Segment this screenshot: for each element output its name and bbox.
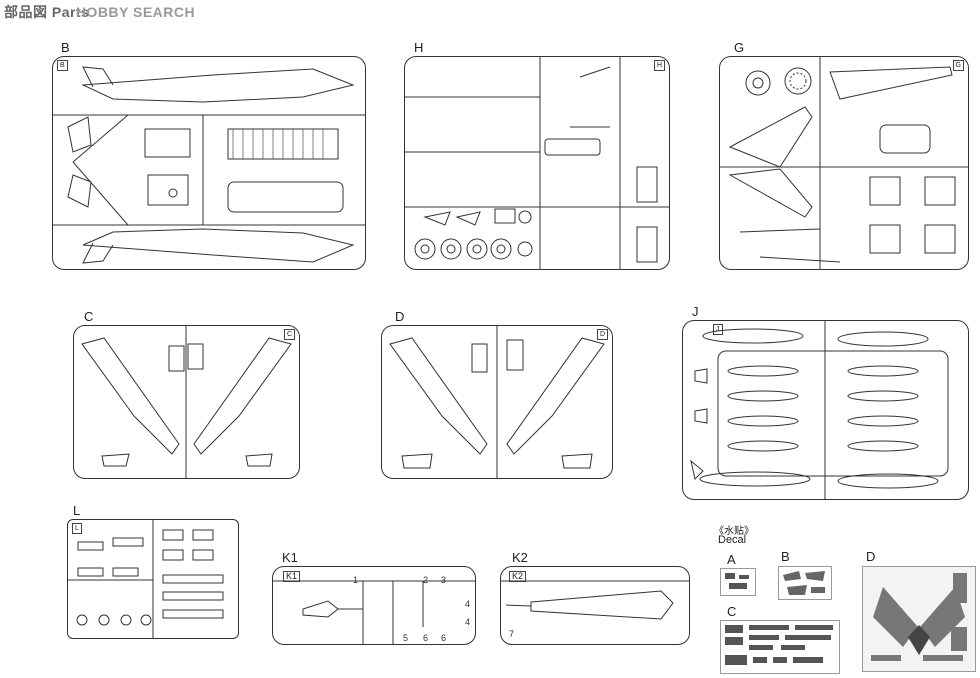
decal-sheet-c bbox=[720, 620, 840, 674]
k1-part-4b: 4 bbox=[465, 617, 471, 627]
decal-en-label: Decal bbox=[718, 534, 747, 546]
sprue-j-parts bbox=[690, 321, 949, 499]
sprue-c-frame: C bbox=[73, 325, 300, 479]
sprue-j-corner-tag: J bbox=[713, 324, 723, 335]
sprue-d-frame: D bbox=[381, 325, 613, 479]
k1-part-6a: 6 bbox=[423, 633, 429, 643]
sprue-b-parts bbox=[53, 66, 365, 264]
sprue-h-label: H bbox=[414, 40, 424, 55]
decal-b-label: B bbox=[781, 549, 790, 564]
sprue-k2-label: K2 bbox=[512, 550, 528, 565]
k2-part-7: 7 bbox=[509, 629, 515, 639]
sprue-k2-frame: K2 7 bbox=[500, 566, 690, 645]
sprue-b-corner-tag: B bbox=[57, 60, 68, 71]
sprue-h-parts bbox=[405, 57, 669, 269]
sprue-b-label: B bbox=[61, 40, 70, 55]
decal-sheet-a bbox=[720, 568, 756, 596]
k1-part-2: 2 bbox=[423, 575, 429, 585]
sprue-d-corner-tag: D bbox=[596, 329, 608, 340]
decal-sheet-b bbox=[778, 566, 832, 600]
watermark-brand: HOBBY SEARCH bbox=[75, 4, 196, 20]
sprue-c-corner-tag: C bbox=[283, 329, 295, 340]
sprue-k1-label: K1 bbox=[282, 550, 298, 565]
sprue-k2-parts bbox=[501, 580, 689, 620]
sprue-c-label: C bbox=[84, 309, 94, 324]
k1-part-4a: 4 bbox=[465, 599, 471, 609]
decal-a-label: A bbox=[727, 552, 736, 567]
sprue-b-frame: B bbox=[52, 56, 366, 270]
decal-sheet-d bbox=[862, 566, 976, 672]
sprue-l-label: L bbox=[73, 503, 81, 518]
sprue-h-frame: H bbox=[404, 56, 670, 270]
sprue-g-label: G bbox=[734, 40, 745, 55]
k1-part-5: 5 bbox=[403, 633, 409, 643]
sprue-h-corner-tag: H bbox=[653, 60, 665, 71]
sprue-g-corner-tag: G bbox=[952, 60, 964, 71]
k1-part-1: 1 bbox=[353, 575, 359, 585]
sprue-d-parts bbox=[389, 326, 605, 478]
decal-cn-label: 《水贴》 bbox=[714, 526, 754, 537]
sprue-k1-frame: K1 1 2 3 4 4 5 6 6 bbox=[272, 566, 476, 645]
page-header: 部品図 Parts HOBBY SEARCH bbox=[4, 2, 195, 22]
sprue-d-label: D bbox=[395, 309, 405, 324]
sprue-c-parts bbox=[81, 326, 292, 478]
sprue-l-frame: L bbox=[67, 519, 239, 639]
header-title: 部品図 Parts bbox=[4, 4, 90, 20]
sprue-j-label: J bbox=[692, 304, 699, 319]
sprue-j-frame: J bbox=[682, 320, 969, 500]
sprue-g-frame: G bbox=[719, 56, 969, 270]
k1-part-6b: 6 bbox=[441, 633, 447, 643]
sprue-l-parts bbox=[68, 520, 224, 638]
sprue-g-parts bbox=[720, 57, 968, 269]
k1-part-3: 3 bbox=[441, 575, 447, 585]
decal-d-label: D bbox=[866, 549, 876, 564]
sprue-l-corner-tag: L bbox=[72, 523, 82, 534]
decal-c-label: C bbox=[727, 604, 737, 619]
sprue-k1-parts bbox=[273, 580, 475, 644]
